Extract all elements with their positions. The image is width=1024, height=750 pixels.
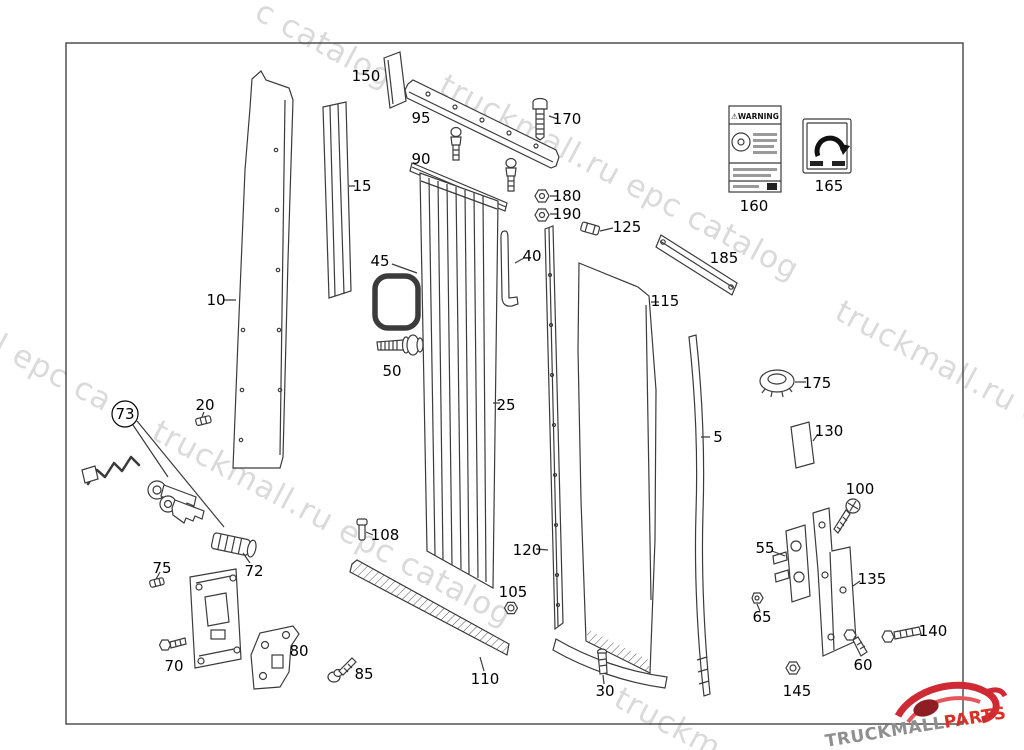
bolt-60-shape [843,629,868,657]
nut-145-shape [785,661,801,675]
part-label-170: 170 [553,110,582,128]
part-label-70: 70 [164,657,183,675]
panel-25-shape [419,172,499,590]
part-label-30: 30 [595,682,614,700]
rail-rivet [450,126,462,161]
part-label-circle-73 [111,400,139,428]
part-label-145: 145 [783,682,812,700]
logo-text-parts: PARTS [943,703,1008,733]
logo-text-truckmall: TRUCKMALL [824,713,946,750]
diagram-border [65,42,964,725]
strip-110-shape [349,559,510,656]
pin-108-shape [356,518,368,541]
part-label-60: 60 [853,656,872,674]
strip-185-shape [655,234,738,296]
key-2-shape [159,495,205,524]
part-label-185: 185 [710,249,739,267]
bolt-170-shape [532,97,548,141]
part-label-10: 10 [206,291,225,309]
part-label-80: 80 [289,642,308,660]
cylinder-72-shape [210,532,257,558]
part-label-50: 50 [382,362,401,380]
strip-30-shape [552,638,668,689]
part-label-115: 115 [651,292,680,310]
part-label-150: 150 [352,67,381,85]
nut-190-shape [534,208,550,222]
part-label-25: 25 [496,396,515,414]
part-label-95: 95 [411,109,430,127]
brand-logo: TRUCKMALL PARTS [824,681,1008,750]
part-label-45: 45 [370,252,389,270]
grommet-175-shape [759,369,795,398]
bracket-135-shape [812,507,857,657]
part-label-130: 130 [815,422,844,440]
part-label-15: 15 [352,177,371,195]
rail-95-shape [404,79,560,192]
lock-70-shape [158,568,242,669]
part-label-40: 40 [522,247,541,265]
strip-120-shape [544,225,564,631]
part-label-100: 100 [846,480,875,498]
nut-105-shape [503,601,519,615]
bolt-140-shape [881,626,922,643]
bolt-50-shape [376,334,424,356]
lock-rod-shape [81,455,141,486]
part-label-120: 120 [513,541,542,559]
part-label-20: 20 [195,396,214,414]
warning-title: ⚠WARNING [731,112,779,121]
block-150-shape [383,51,407,109]
logo-swirl-icon [894,681,1008,724]
part-label-55: 55 [755,539,774,557]
part-label-110: 110 [471,670,500,688]
part-label-125: 125 [613,218,642,236]
part-label-90: 90 [411,150,430,168]
part-label-73: 73 [115,405,134,423]
part-label-108: 108 [371,526,400,544]
part-label-5: 5 [713,428,723,446]
watermark-text: truckmall.ru e [829,293,1024,433]
part-label-160: 160 [740,197,769,215]
handle-45-shape [372,273,421,331]
bolt-85-shape [327,657,357,683]
tilt-label-165 [802,118,852,174]
pin-75-shape [149,577,165,588]
part-label-180: 180 [553,187,582,205]
part-label-135: 135 [858,570,887,588]
leader-lines [132,115,861,685]
nut-180-shape [534,189,550,203]
warning-label-160: ⚠WARNING [728,105,782,193]
panel-10-shape [232,70,294,469]
bolt-65-shape [751,592,764,604]
part-label-175: 175 [803,374,832,392]
part-label-85: 85 [354,665,373,683]
watermark-text: l epc ca [0,327,118,419]
strip-5-shape [688,334,711,697]
pin-20-shape [195,415,212,427]
part-label-190: 190 [553,205,582,223]
part-label-105: 105 [499,583,528,601]
part-label-140: 140 [919,622,948,640]
hinge-55-shape [772,524,811,603]
part-label-75: 75 [152,559,171,577]
channel-15-shape [322,101,352,299]
part-label-165: 165 [815,177,844,195]
hook-40-shape [500,230,519,307]
part-label-72: 72 [244,562,263,580]
parts-layer: ⚠WARNING [81,51,922,697]
pad-130-shape [790,421,815,469]
pin-125-shape [580,221,601,236]
screw-100-shape [833,498,861,534]
panel-115-shape [577,262,657,674]
bracket-80-shape [250,625,300,690]
part-label-65: 65 [752,608,771,626]
